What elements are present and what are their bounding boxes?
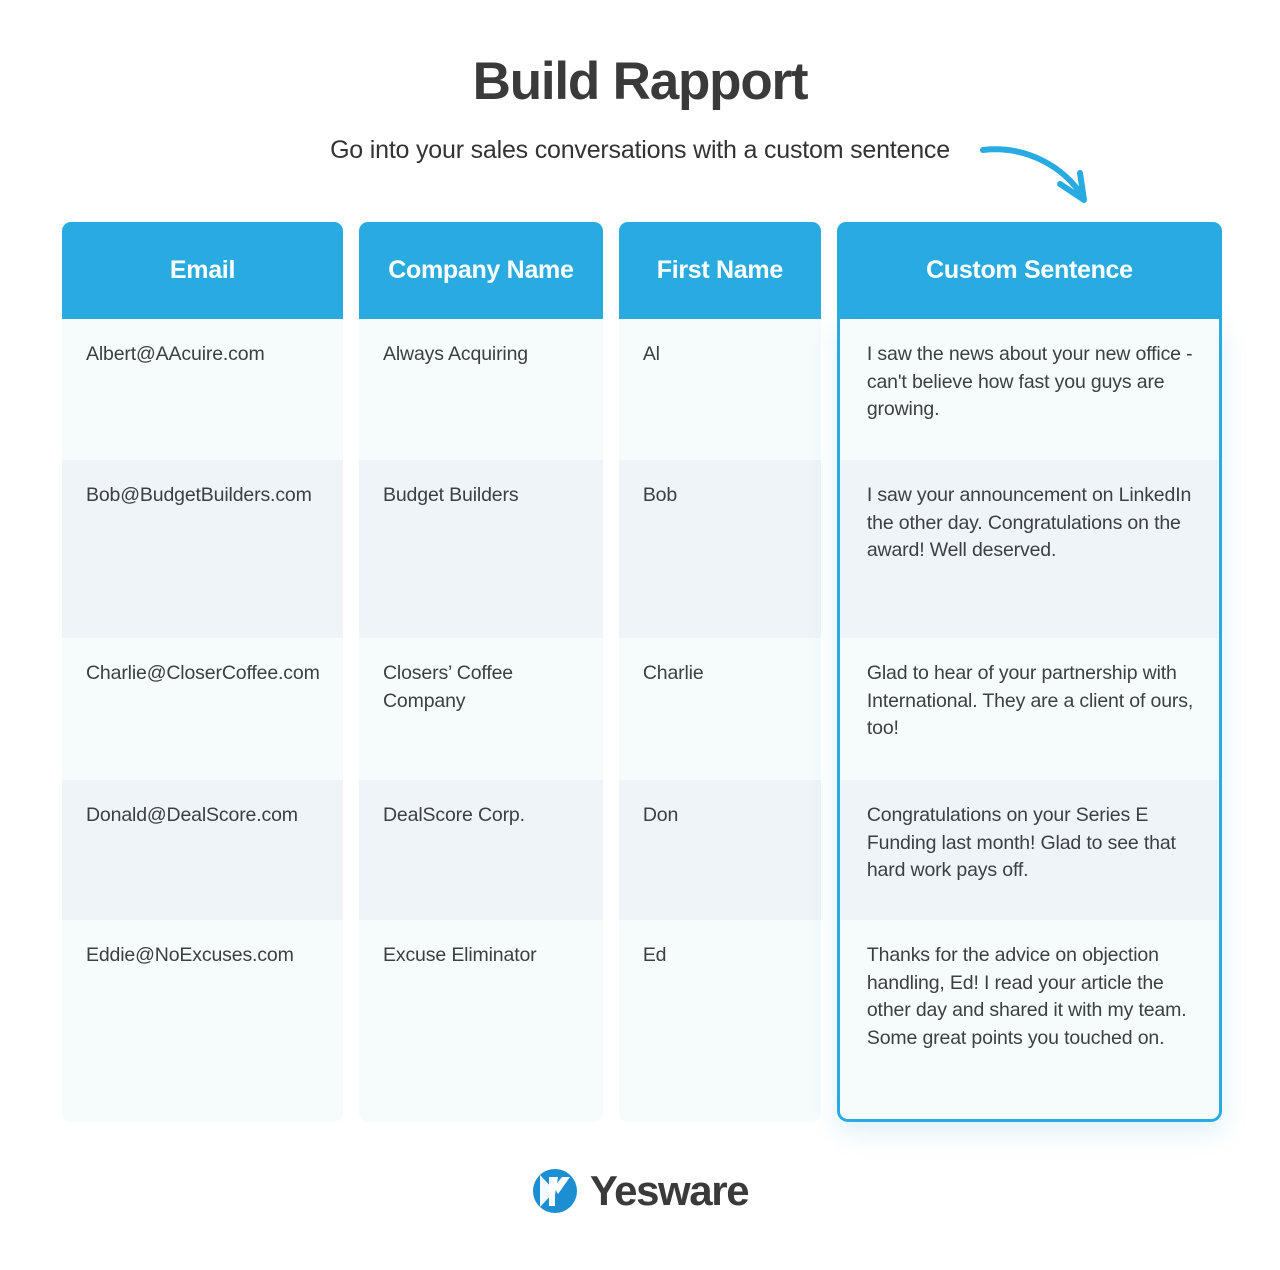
table-cell-first-name: Charlie — [618, 638, 821, 780]
table-cell-custom-sentence: Glad to hear of your partnership with In… — [839, 638, 1219, 780]
brand-name: Yesware — [589, 1167, 750, 1214]
column-body-company-name: Always Acquiring Budget Builders Closers… — [359, 319, 603, 1122]
table-column-company-name: Company Name Always Acquiring Budget Bui… — [359, 222, 603, 1122]
table-column-custom-sentence: Custom Sentence I saw the news about you… — [836, 222, 1222, 1122]
table-cell-company: Budget Builders — [359, 460, 603, 638]
table-cell-email: Charlie@CloserCoffee.com — [62, 638, 343, 780]
table-cell-first-name: Al — [618, 319, 821, 460]
table-cell-company: DealScore Corp. — [359, 780, 603, 920]
column-header-first-name: First Name — [618, 222, 821, 319]
table-cell-custom-sentence: Congratulations on your Series E Funding… — [839, 780, 1219, 920]
column-header-company-name: Company Name — [359, 222, 603, 319]
table-cell-custom-sentence: Thanks for the advice on objection handl… — [839, 920, 1219, 1119]
table-cell-first-name: Don — [618, 780, 821, 920]
table-cell-custom-sentence: I saw your announcement on LinkedIn the … — [839, 460, 1219, 638]
table-cell-email: Albert@AAcuire.com — [62, 319, 343, 460]
page-subtitle: Go into your sales conversations with a … — [330, 136, 950, 164]
table-cell-company: Closers’ Coffee Company — [359, 638, 603, 780]
table-cell-company: Always Acquiring — [359, 319, 603, 460]
table-cell-first-name: Bob — [618, 460, 821, 638]
table-cell-company: Excuse Eliminator — [359, 920, 603, 1122]
page-title: Build Rapport — [472, 52, 809, 111]
table-cell-email: Eddie@NoExcuses.com — [62, 920, 343, 1122]
column-body-first-name: Al Bob Charlie Don Ed — [618, 319, 821, 1122]
rapport-table: Email Albert@AAcuire.com Bob@BudgetBuild… — [62, 222, 1222, 1122]
column-body-custom-sentence: I saw the news about your new office - c… — [836, 319, 1222, 1122]
yesware-logo-icon — [532, 1168, 578, 1214]
column-header-email: Email — [62, 222, 343, 319]
table-cell-email: Bob@BudgetBuilders.com — [62, 460, 343, 638]
table-cell-first-name: Ed — [618, 920, 821, 1122]
brand-footer: Yesware — [0, 1168, 1280, 1214]
table-cell-email: Donald@DealScore.com — [62, 780, 343, 920]
table-column-email: Email Albert@AAcuire.com Bob@BudgetBuild… — [62, 222, 343, 1122]
table-column-first-name: First Name Al Bob Charlie Don Ed — [618, 222, 821, 1122]
column-body-email: Albert@AAcuire.com Bob@BudgetBuilders.co… — [62, 319, 343, 1122]
table-cell-custom-sentence: I saw the news about your new office - c… — [839, 319, 1219, 460]
column-header-custom-sentence: Custom Sentence — [836, 222, 1222, 319]
